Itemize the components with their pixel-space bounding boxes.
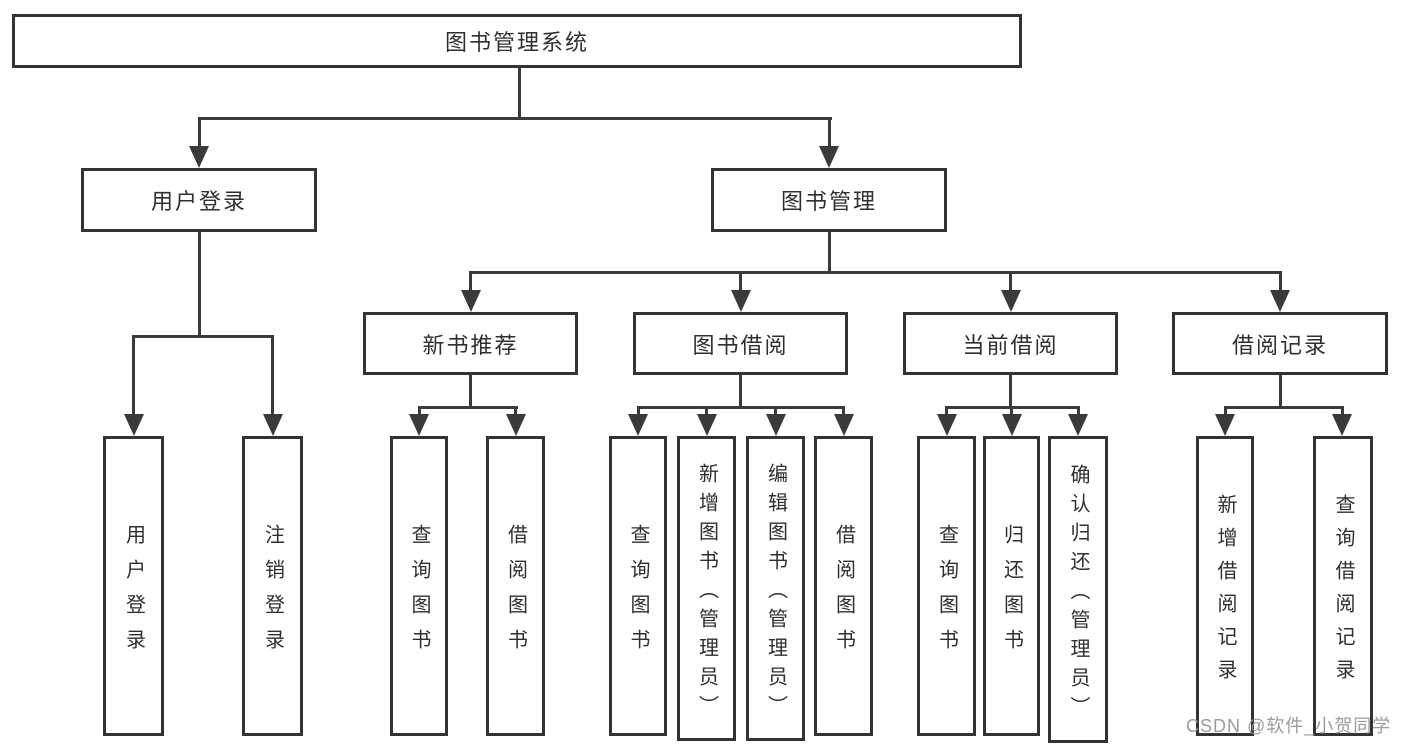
node-book-borrowing-label: 图书借阅 [692, 332, 789, 358]
connector-line [1009, 375, 1012, 409]
leaf-query-book-borrowing-label: 查询图书 [627, 523, 649, 664]
connector-line [197, 117, 832, 120]
connector-line [197, 117, 201, 150]
connector-line [469, 271, 1282, 274]
leaf-query-book-borrowing: 查询图书 [609, 436, 667, 736]
node-library-system-label: 图书管理系统 [444, 30, 589, 55]
leaf-user-login-label: 用户登录 [122, 523, 145, 664]
connector-line [945, 406, 948, 416]
arrowhead-down-icon [628, 414, 648, 436]
connector-line [1340, 406, 1344, 416]
leaf-add-borrow-record: 新增借阅记录 [1196, 436, 1254, 736]
leaf-add-book-admin-label: 新增图书（管理员） [695, 462, 718, 724]
connector-line [636, 406, 845, 409]
node-borrowing-records: 借阅记录 [1172, 312, 1388, 375]
connector-line [132, 335, 274, 338]
leaf-edit-book-admin-label: 编辑图书（管理员） [764, 462, 787, 724]
arrowhead-down-icon [1001, 414, 1022, 436]
arrowhead-down-icon [1000, 290, 1021, 312]
arrowhead-down-icon [460, 290, 481, 312]
node-new-book-recommend-label: 新书推荐 [422, 332, 519, 358]
connector-line [1223, 406, 1344, 409]
csdn-watermark: CSDN @软件_小贺同学 [1186, 716, 1392, 736]
leaf-add-book-admin: 新增图书（管理员） [677, 436, 736, 741]
leaf-edit-book-admin: 编辑图书（管理员） [746, 436, 805, 741]
connector-line [1223, 406, 1227, 416]
leaf-return-book: 归还图书 [983, 436, 1040, 736]
connector-line [636, 406, 640, 416]
connector-line [739, 271, 742, 294]
arrowhead-down-icon [505, 414, 526, 436]
leaf-user-login: 用户登录 [103, 436, 164, 736]
connector-line [417, 406, 518, 409]
leaf-query-book-current-label: 查询图书 [935, 523, 958, 664]
connector-line [132, 335, 135, 416]
node-user-login: 用户登录 [81, 168, 317, 232]
leaf-logout-label: 注销登录 [261, 523, 284, 664]
connector-line [469, 375, 472, 409]
leaf-add-borrow-record-label: 新增借阅记录 [1214, 493, 1236, 692]
arrowhead-down-icon [765, 414, 786, 436]
node-current-borrowing-label: 当前借阅 [962, 332, 1059, 358]
leaf-return-book-label: 归还图书 [1000, 523, 1023, 664]
arrowhead-down-icon [936, 414, 957, 436]
leaf-logout: 注销登录 [242, 436, 303, 736]
arrowhead-down-icon [262, 414, 283, 436]
node-library-system: 图书管理系统 [12, 14, 1022, 68]
leaf-borrow-book: 借阅图书 [814, 436, 873, 736]
arrowhead-down-icon [819, 146, 839, 168]
node-new-book-recommend: 新书推荐 [363, 312, 578, 375]
leaf-borrow-book-recommend-label: 借阅图书 [504, 523, 527, 664]
arrowhead-down-icon [1270, 290, 1290, 312]
leaf-confirm-return-admin-label: 确认归还（管理员） [1067, 463, 1089, 725]
arrowhead-down-icon [696, 414, 717, 436]
connector-line [469, 271, 472, 294]
leaf-confirm-return-admin: 确认归还（管理员） [1048, 436, 1108, 743]
leaf-query-book-current: 查询图书 [917, 436, 976, 736]
connector-line [197, 232, 201, 338]
leaf-query-book-recommend: 查询图书 [390, 436, 448, 736]
connector-line [827, 117, 831, 150]
arrowhead-down-icon [833, 414, 854, 436]
connector-line [774, 406, 777, 416]
connector-line [842, 406, 845, 416]
connector-line [514, 406, 517, 416]
node-borrowing-records-label: 借阅记录 [1231, 332, 1328, 358]
arrowhead-down-icon [1215, 414, 1235, 436]
node-book-management: 图书管理 [711, 168, 947, 232]
connector-line [1076, 406, 1080, 416]
arrowhead-down-icon [123, 414, 144, 436]
leaf-query-book-recommend-label: 查询图书 [408, 523, 430, 664]
connector-line [1278, 375, 1282, 409]
connector-line [517, 68, 521, 120]
connector-line [271, 335, 274, 416]
leaf-query-borrow-record-label: 查询借阅记录 [1332, 493, 1354, 692]
connector-line [1009, 271, 1012, 294]
connector-line [739, 375, 742, 409]
connector-line [1278, 271, 1282, 294]
connector-line [827, 232, 831, 274]
leaf-borrow-book-label: 借阅图书 [832, 523, 855, 664]
connector-line [705, 406, 708, 416]
arrowhead-down-icon [1068, 414, 1088, 436]
node-user-login-label: 用户登录 [150, 189, 247, 214]
node-current-borrowing: 当前借阅 [903, 312, 1118, 375]
arrowhead-down-icon [189, 146, 209, 168]
node-book-management-label: 图书管理 [780, 189, 877, 214]
leaf-borrow-book-recommend: 借阅图书 [486, 436, 545, 736]
arrowhead-down-icon [409, 414, 429, 436]
node-book-borrowing: 图书借阅 [633, 312, 848, 375]
leaf-query-borrow-record: 查询借阅记录 [1313, 436, 1373, 736]
arrowhead-down-icon [1332, 414, 1352, 436]
connector-line [417, 406, 421, 416]
connector-line [1010, 406, 1013, 416]
arrowhead-down-icon [730, 290, 751, 312]
